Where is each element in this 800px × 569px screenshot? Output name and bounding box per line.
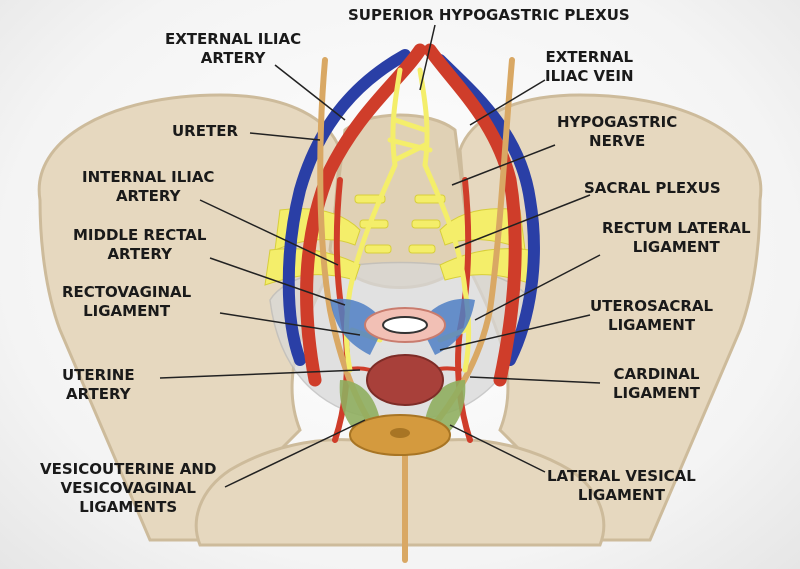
label-line: LIGAMENTS xyxy=(79,498,178,516)
leader-superior-hypogastric-plexus xyxy=(419,24,436,91)
label-line: UTEROSACRAL xyxy=(590,297,714,315)
label-line: RECTOVAGINAL xyxy=(62,283,192,301)
label-line: UTERINE xyxy=(62,366,135,384)
leader-external-iliac-vein xyxy=(469,79,546,126)
rectum-illustration xyxy=(364,307,446,343)
label-line: EXTERNAL ILIAC xyxy=(165,30,302,48)
label-line: RECTUM LATERAL xyxy=(602,219,751,237)
label-line: SUPERIOR HYPOGASTRIC PLEXUS xyxy=(348,6,630,24)
leader-rectovaginal-ligament xyxy=(219,312,361,336)
label-line: ARTERY xyxy=(107,245,173,263)
label-line: URETER xyxy=(172,122,239,140)
leader-internal-iliac-artery xyxy=(199,199,339,266)
label-line: LIGAMENT xyxy=(577,486,665,504)
leader-cardinal-ligament xyxy=(469,376,601,384)
label-line: INTERNAL ILIAC xyxy=(82,168,215,186)
label-line: HYPOGASTRIC xyxy=(557,113,678,131)
label-ureter: URETER xyxy=(172,122,238,141)
label-line: NERVE xyxy=(589,132,646,150)
leader-uterine-artery xyxy=(159,369,361,379)
leader-rectum-lateral-ligament xyxy=(474,254,601,321)
label-line: VESICOVAGINAL xyxy=(60,479,196,497)
leader-uterosacral-ligament xyxy=(439,314,591,351)
label-sacral-plexus: SACRAL PLEXUS xyxy=(584,179,721,198)
label-line: VESICOUTERINE AND xyxy=(40,460,217,478)
left-iliac-wing xyxy=(37,93,342,542)
label-line: SACRAL PLEXUS xyxy=(584,179,721,197)
label-line: CARDINAL xyxy=(613,365,700,383)
label-line: ILIAC VEIN xyxy=(545,67,634,85)
label-line: EXTERNAL xyxy=(545,48,634,66)
leader-hypogastric-nerve xyxy=(451,144,556,186)
label-line: ARTERY xyxy=(200,49,266,67)
external-iliac-veins xyxy=(282,49,540,366)
uterus-illustration xyxy=(366,354,444,406)
leader-external-iliac-artery xyxy=(274,64,346,121)
label-line: LIGAMENT xyxy=(608,316,696,334)
label-line: LIGAMENT xyxy=(632,238,720,256)
bladder-illustration xyxy=(349,414,451,456)
label-line: ARTERY xyxy=(115,187,181,205)
label-line: LATERAL VESICAL xyxy=(547,467,696,485)
leader-ureter xyxy=(249,132,321,141)
leader-vesicouterine-ligaments xyxy=(224,419,366,488)
label-line: ARTERY xyxy=(66,385,131,403)
label-line: LIGAMENT xyxy=(83,302,171,320)
label-line: LIGAMENT xyxy=(613,384,701,402)
label-line: MIDDLE RECTAL xyxy=(73,226,207,244)
leader-middle-rectal-artery xyxy=(209,257,346,306)
leader-lateral-vesical-ligament xyxy=(449,424,546,473)
leader-lines xyxy=(159,24,601,488)
label-superior-hypogastric-plexus: SUPERIOR HYPOGASTRIC PLEXUS xyxy=(348,6,630,25)
leader-sacral-plexus xyxy=(454,194,591,249)
